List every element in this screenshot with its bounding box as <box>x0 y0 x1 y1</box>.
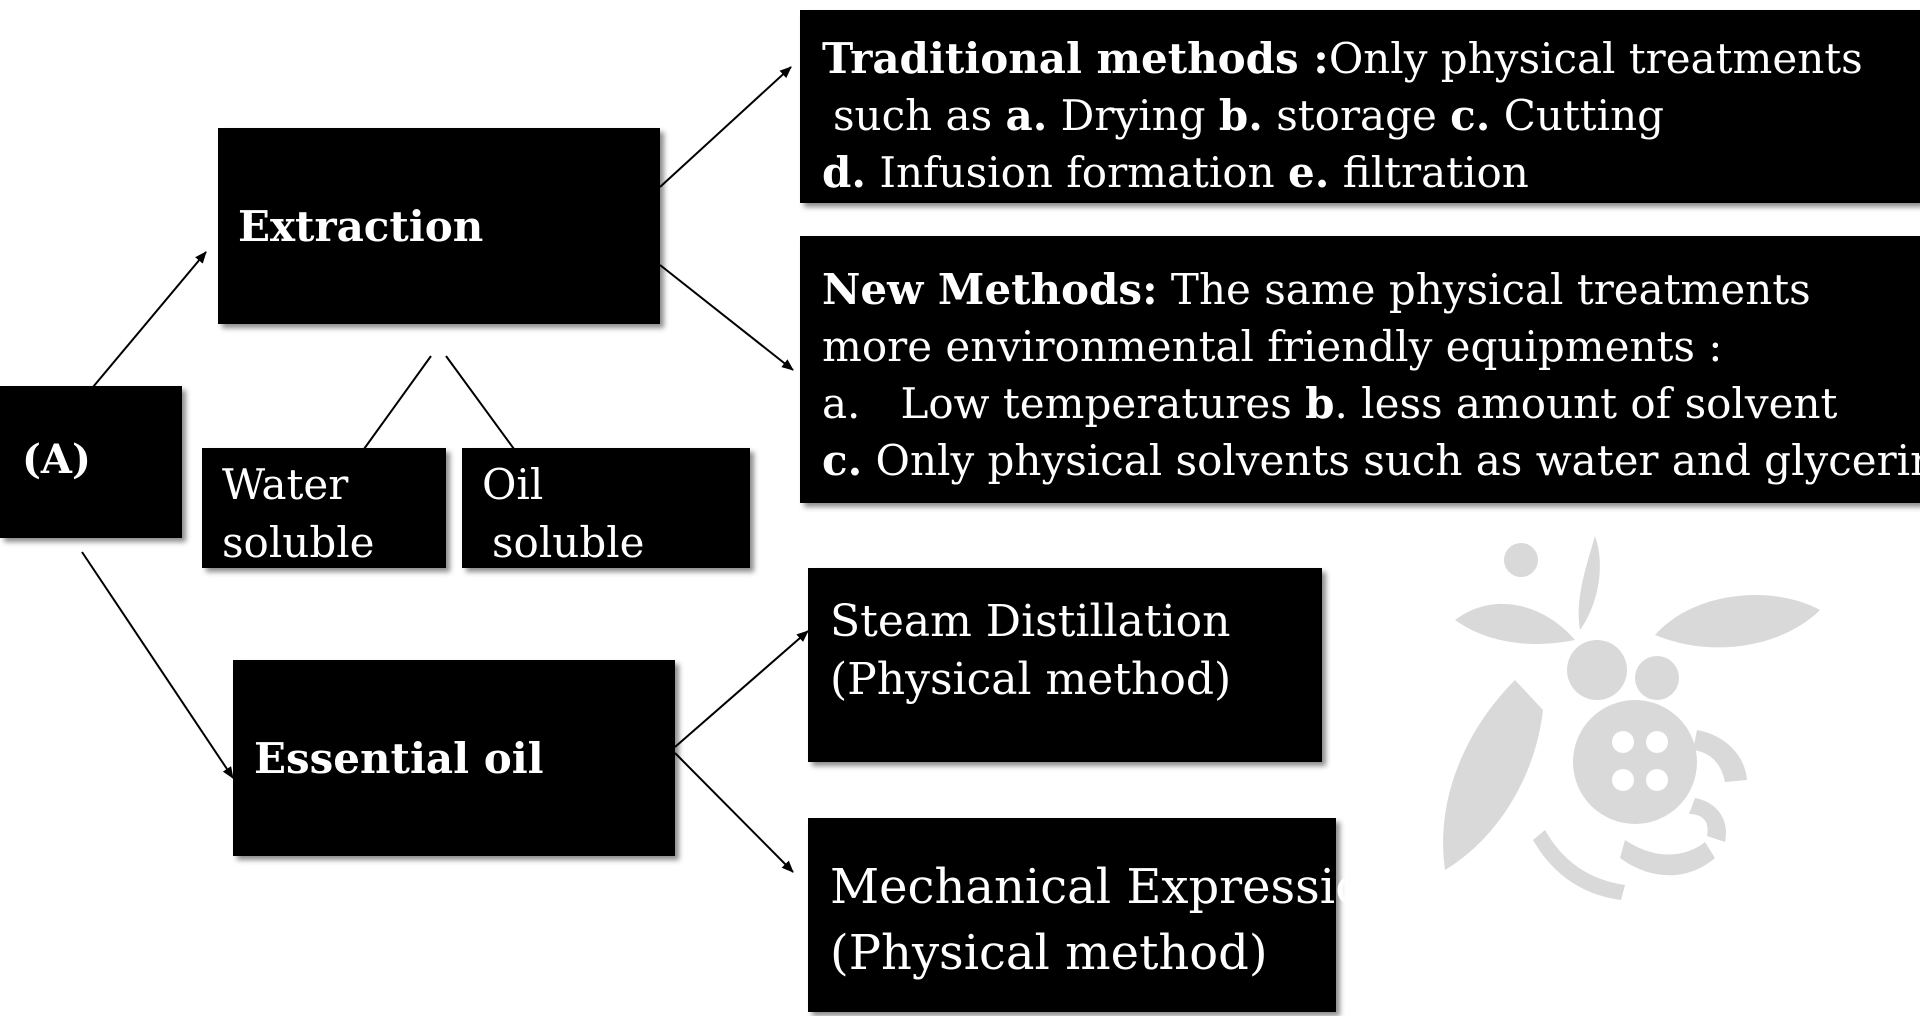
traditional-line-2-prefix: such as <box>833 91 1006 140</box>
traditional-methods-node: Traditional methods :Only physical treat… <box>800 10 1920 203</box>
arrow-root-to-extraction <box>87 251 207 394</box>
oil-soluble-node: Oil soluble <box>462 448 750 568</box>
traditional-item-c: Cutting <box>1490 91 1665 140</box>
water-soluble-line-2: soluble <box>222 518 375 567</box>
traditional-mark-e: e. <box>1288 148 1330 197</box>
traditional-mark-a: a. <box>1005 91 1048 140</box>
root-node: (A) <box>0 386 182 538</box>
water-soluble-node: Water soluble <box>202 448 446 568</box>
new-methods-heading: New Methods: <box>822 265 1158 314</box>
extraction-node: Extraction <box>218 128 660 324</box>
new-methods-line-4: c. Only physical solvents such as water … <box>822 432 1920 489</box>
essential-oil-node: Essential oil <box>233 660 675 856</box>
new-methods-line-3: a. Low temperatures b. less amount of so… <box>822 375 1920 432</box>
extraction-node-label: Extraction <box>238 202 484 251</box>
steam-line-1: Steam Distillation <box>830 596 1231 647</box>
traditional-mark-b: b. <box>1218 91 1263 140</box>
mechanical-line-1: Mechanical Expression <box>830 859 1395 915</box>
new-methods-line-2: more environmental friendly equipments : <box>822 322 1723 371</box>
traditional-item-e: filtration <box>1329 148 1529 197</box>
traditional-line-1: Traditional methods :Only physical treat… <box>822 30 1920 87</box>
new-methods-node: New Methods: The same physical treatment… <box>800 236 1920 503</box>
new-methods-line-1: New Methods: The same physical treatment… <box>822 261 1920 318</box>
new-methods-mark-c: c. <box>822 436 863 485</box>
new-methods-line-1-rest: The same physical treatments <box>1157 265 1811 314</box>
bee-logo-icon <box>1443 536 1820 900</box>
line-extraction-to-water-soluble <box>363 355 432 450</box>
new-methods-mark-b: b <box>1305 379 1335 428</box>
traditional-line-2: such as a. Drying b. storage c. Cutting <box>822 87 1920 144</box>
steam-distillation-node: Steam Distillation (Physical method) <box>808 568 1322 762</box>
new-methods-item-c: Only physical solvents such as water and… <box>862 436 1920 485</box>
traditional-mark-c: c. <box>1450 91 1491 140</box>
arrow-essential-oil-to-mechanical <box>674 752 794 873</box>
traditional-line-1-rest: Only physical treatments <box>1328 34 1863 83</box>
mechanical-line-2: (Physical method) <box>830 925 1268 981</box>
line-extraction-to-oil-soluble <box>445 355 515 450</box>
root-node-label: (A) <box>22 436 91 483</box>
traditional-item-b: storage <box>1262 91 1451 140</box>
traditional-mark-d: d. <box>822 148 866 197</box>
arrow-essential-oil-to-steam <box>674 630 809 748</box>
traditional-heading: Traditional methods : <box>822 34 1329 83</box>
arrow-extraction-to-new-methods <box>659 264 794 371</box>
traditional-item-d: Infusion formation <box>866 148 1289 197</box>
arrow-extraction-to-traditional <box>659 66 792 188</box>
water-soluble-line-1: Water <box>222 460 349 509</box>
new-methods-item-b: . less amount of solvent <box>1334 379 1838 428</box>
new-methods-line-3-prefix: a. Low temperatures <box>822 379 1306 428</box>
essential-oil-node-label: Essential oil <box>254 734 544 783</box>
oil-soluble-line-2: soluble <box>492 518 645 567</box>
traditional-line-3: d. Infusion formation e. filtration <box>822 144 1920 201</box>
steam-line-2: (Physical method) <box>830 654 1232 705</box>
mechanical-expression-node: Mechanical Expression (Physical method) <box>808 818 1395 1012</box>
arrow-root-to-essential-oil <box>81 551 234 779</box>
oil-soluble-line-1: Oil <box>482 460 544 509</box>
traditional-item-a: Drying <box>1047 91 1219 140</box>
